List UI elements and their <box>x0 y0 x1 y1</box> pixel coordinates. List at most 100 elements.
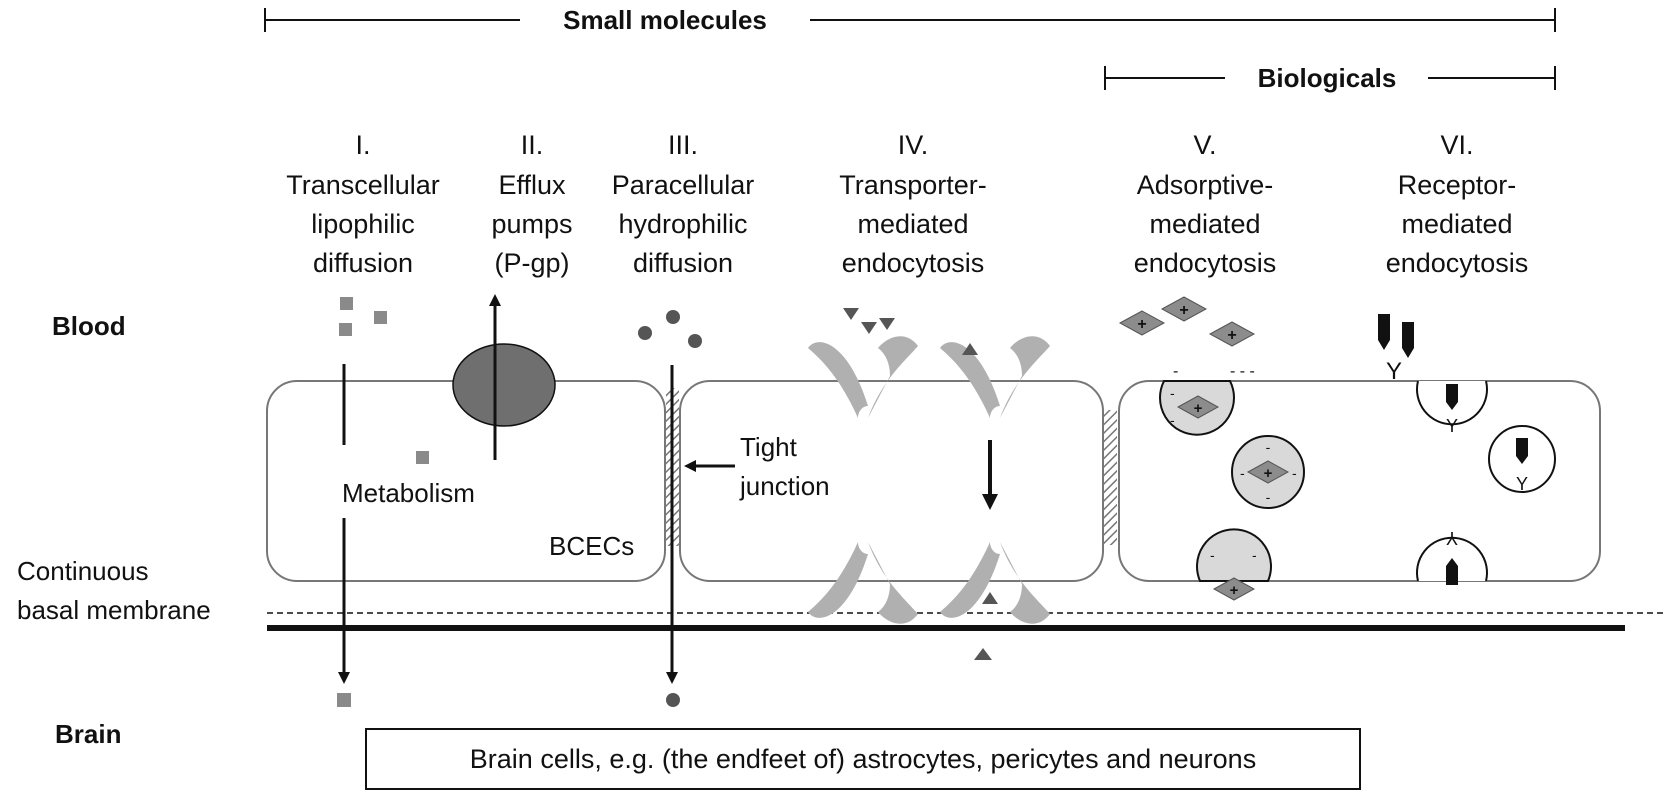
route-line: endocytosis <box>1386 248 1529 278</box>
substrate-triangle <box>861 322 877 334</box>
cationic-molecule: + <box>1118 310 1166 336</box>
basal-membrane-label-line2: basal membrane <box>17 595 211 625</box>
receptor-y: Y <box>1446 416 1458 436</box>
route-title-1: I. Transcellular lipophilic diffusion <box>286 130 440 278</box>
biologicals-bracket: Biologicals <box>1104 63 1556 93</box>
route-numeral: II. <box>521 130 544 160</box>
receptor-y: Y <box>1516 474 1528 494</box>
transporter-shape <box>1000 542 1050 624</box>
cationic-molecules-blood: + + + <box>1118 296 1256 347</box>
efflux-pump <box>452 343 556 427</box>
small-molecule-circle <box>666 310 680 324</box>
vesicle-charge: - <box>1170 412 1175 428</box>
route-line: mediated <box>1401 209 1512 239</box>
small-molecules-bracket: Small molecules <box>264 5 1556 35</box>
substrate-triangle <box>974 648 992 660</box>
membrane-charge: - <box>1173 363 1178 380</box>
route-line: hydrophilic <box>618 209 747 239</box>
substrate-triangle <box>982 592 998 604</box>
cationic-molecule: + <box>1246 460 1290 484</box>
small-molecule-circle <box>638 326 652 340</box>
basal-membrane-label-line1: Continuous <box>17 556 149 586</box>
route-line: pumps <box>491 209 572 239</box>
biologicals-label: Biologicals <box>1258 63 1397 93</box>
metabolism-label: Metabolism <box>342 478 475 508</box>
small-molecule-circle <box>688 334 702 348</box>
route-line: mediated <box>857 209 968 239</box>
vesicle-charge: - <box>1266 489 1271 505</box>
small-molecules-label: Small molecules <box>563 5 767 35</box>
vesicle-charge: - <box>1170 385 1175 401</box>
small-molecule-square <box>339 323 352 336</box>
exocytic-vesicle <box>1196 528 1272 582</box>
route-title-6: VI. Receptor- mediated endocytosis <box>1386 130 1529 278</box>
transporter-shape <box>808 342 868 418</box>
transporter-shape <box>1000 336 1050 418</box>
route-numeral: I. <box>355 130 370 160</box>
route-line: lipophilic <box>311 209 415 239</box>
route-title-5: V. Adsorptive- mediated endocytosis <box>1134 130 1277 278</box>
vesicle-charge: - <box>1240 465 1245 481</box>
ligand <box>1446 384 1458 410</box>
route-line: Adsorptive- <box>1137 170 1274 200</box>
svg-text:+: + <box>1227 327 1236 344</box>
cationic-molecule: + <box>1208 321 1256 347</box>
route-title-3: III. Paracellular hydrophilic diffusion <box>612 130 755 278</box>
vesicle-charge: - <box>1252 547 1257 563</box>
route-title-2: II. Efflux pumps (P-gp) <box>491 130 572 278</box>
small-molecule-square <box>416 451 429 464</box>
route-line: diffusion <box>633 248 733 278</box>
ligand <box>1402 322 1414 358</box>
route-line: Paracellular <box>612 170 755 200</box>
cationic-molecule: + <box>1212 577 1256 601</box>
transporters <box>808 336 1050 624</box>
substrate-triangle <box>879 318 895 330</box>
tight-junction-label-line2: junction <box>739 471 830 501</box>
route-line: endocytosis <box>842 248 985 278</box>
transporter-shape <box>940 542 1000 618</box>
svg-text:+: + <box>1137 316 1146 333</box>
vesicle-charge: - <box>1266 439 1271 455</box>
small-molecule-circle <box>666 693 680 707</box>
svg-text:+: + <box>1264 465 1273 482</box>
brain-label: Brain <box>55 719 121 749</box>
route-line: Transporter- <box>839 170 987 200</box>
brain-cells-box: Brain cells, e.g. (the endfeet of) astro… <box>365 728 1361 790</box>
transporter-shape <box>868 336 918 418</box>
substrate-triangle <box>843 308 859 320</box>
route-numeral: IV. <box>898 130 929 160</box>
receptor-y: Y <box>1446 528 1458 548</box>
transporter-shape <box>808 542 868 618</box>
vesicle-charge: - <box>1210 547 1215 563</box>
substrate-triangle <box>962 343 978 355</box>
small-molecule-square <box>337 693 351 707</box>
route-line: Efflux <box>498 170 566 200</box>
transporter-shape <box>940 342 1000 418</box>
transporter-shape <box>868 542 918 624</box>
svg-text:+: + <box>1194 400 1203 417</box>
ligand <box>1516 438 1528 464</box>
small-molecule-square <box>374 311 387 324</box>
route-line: Receptor- <box>1398 170 1517 200</box>
tight-junction-2 <box>1104 410 1117 545</box>
route-line: (P-gp) <box>494 248 569 278</box>
route-title-4: IV. Transporter- mediated endocytosis <box>839 130 987 278</box>
cationic-molecule: + <box>1176 395 1220 419</box>
receptor-y: Y <box>1386 358 1402 385</box>
cationic-molecule: + <box>1160 296 1208 322</box>
route-line: endocytosis <box>1134 248 1277 278</box>
small-molecule-square <box>340 297 353 310</box>
route-numeral: V. <box>1193 130 1216 160</box>
endothelial-cell-2 <box>679 380 1104 582</box>
tight-junction-label-line1: Tight <box>740 432 798 462</box>
route-line: Transcellular <box>286 170 440 200</box>
bcecs-label: BCECs <box>549 531 634 561</box>
svg-text:+: + <box>1230 582 1239 599</box>
vesicle-charge: - <box>1292 465 1297 481</box>
endothelial-cell-3 <box>1118 380 1601 582</box>
ligand <box>1446 558 1458 585</box>
svg-text:+: + <box>1179 302 1188 319</box>
route-line: mediated <box>1149 209 1260 239</box>
